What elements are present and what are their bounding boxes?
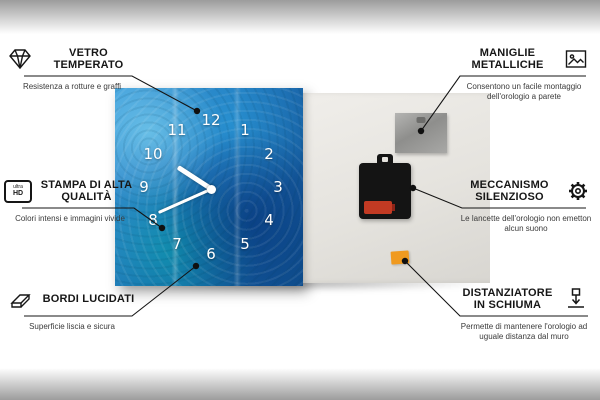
callout-title: MECCANISMO SILENZIOSO	[470, 179, 549, 203]
callout-polished-edges: BORDI LUCIDATI Superficie liscia e sicur…	[6, 284, 138, 332]
callout-description: Le lancette dell'orologio non emetton al…	[460, 214, 592, 233]
callout-tempered-glass: VETRO TEMPERATO Resistenza a rotture e g…	[6, 44, 138, 92]
clock-number: 9	[139, 178, 149, 196]
metal-hanger-plate	[395, 113, 447, 153]
clock-number: 8	[148, 211, 158, 229]
clock-number: 7	[172, 235, 182, 253]
diamond-icon	[6, 48, 34, 70]
clock-center-hub	[207, 185, 216, 194]
battery	[364, 201, 395, 214]
bottom-vignette	[0, 368, 600, 400]
callout-silent-mechanism: MECCANISMO SILENZIOSO Le lancette dell'o…	[460, 176, 592, 234]
clock-number: 2	[264, 145, 274, 163]
clock-number: 4	[264, 211, 274, 229]
clock-number: 10	[143, 145, 163, 163]
top-vignette	[0, 0, 600, 34]
foam-spacer	[390, 250, 410, 265]
clock-minute-hand	[157, 187, 213, 214]
clock-front-view: 1 2 3 4 5 6 7 8 9 10 11 12	[115, 88, 303, 286]
ultra-hd-icon-text-top: ultra	[13, 184, 23, 190]
clock-number: 6	[206, 245, 216, 263]
clock-number: 11	[167, 121, 187, 139]
callout-description: Consentono un facile montaggio dell'orol…	[466, 82, 582, 101]
clock-mechanism	[359, 154, 411, 219]
clock-number: 3	[273, 178, 283, 196]
callout-description: Permette di mantenere l'orologio ad ugua…	[460, 322, 588, 341]
callout-print-quality: ultra HD STAMPA DI ALTA QUALITÀ Colori i…	[4, 176, 136, 224]
callout-title: VETRO TEMPERATO	[53, 47, 124, 71]
polished-edge-icon	[6, 288, 34, 310]
callout-metal-handles: MANIGLIE METALLICHE Consentono un facile…	[458, 44, 590, 102]
callout-description: Resistenza a rotture e graffi	[22, 82, 122, 91]
clock-number: 12	[201, 111, 221, 129]
callout-foam-spacer: DISTANZIATORE IN SCHIUMA Permette di man…	[458, 284, 590, 342]
product-image: 1 2 3 4 5 6 7 8 9 10 11 12	[115, 88, 490, 291]
picture-frame-icon	[562, 48, 590, 70]
ultra-hd-icon-text-bottom: HD	[12, 190, 24, 197]
callout-description: Superficie liscia e sicura	[29, 322, 115, 331]
clock-number: 1	[240, 121, 250, 139]
callout-title: DISTANZIATORE IN SCHIUMA	[462, 287, 553, 311]
mechanism-hook	[377, 154, 393, 164]
clock-number: 5	[240, 235, 250, 253]
callout-description: Colori intensi e immagini vivide	[15, 214, 125, 223]
ultra-hd-icon: ultra HD	[4, 179, 32, 203]
callout-title: MANIGLIE METALLICHE	[471, 47, 544, 71]
callout-title: STAMPA DI ALTA QUALITÀ	[40, 179, 133, 203]
callout-title: BORDI LUCIDATI	[42, 293, 135, 305]
spacer-icon	[562, 287, 590, 311]
gear-icon	[564, 179, 592, 203]
